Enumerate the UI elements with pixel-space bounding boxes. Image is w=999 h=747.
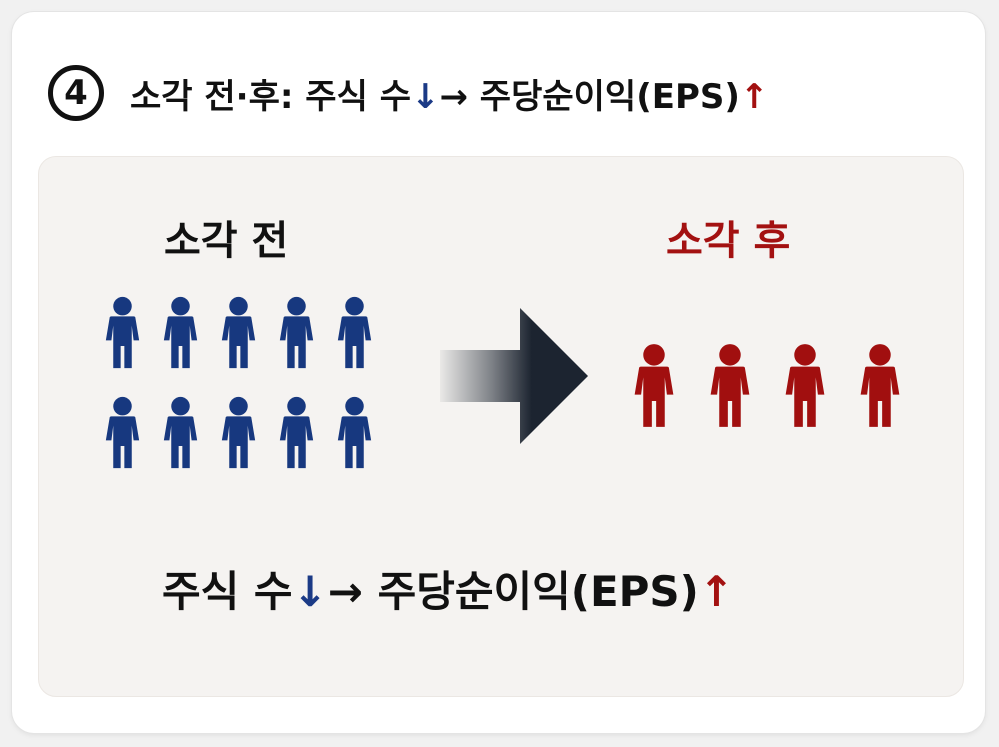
header-title: 소각 전·후: 주식 수 ↓ → 주당순이익(EPS) ↑ bbox=[130, 69, 768, 118]
after-person-icon bbox=[634, 344, 674, 427]
down-arrow-icon: ↓ bbox=[410, 76, 440, 117]
up-arrow-icon: ↑ bbox=[739, 76, 769, 117]
after-person-icon bbox=[710, 344, 750, 427]
header-text-mid: → 주당순이익(EPS) bbox=[439, 76, 740, 117]
after-person-icon bbox=[860, 344, 900, 427]
before-person-icon bbox=[337, 296, 372, 369]
before-person-icon bbox=[221, 296, 256, 369]
summary-text-mid: → 주당순이익(EPS) bbox=[327, 567, 699, 616]
step-number: 4 bbox=[64, 73, 88, 113]
before-person-icon bbox=[279, 296, 314, 369]
before-person-icon bbox=[105, 296, 140, 369]
summary-text-main: 주식 수 bbox=[162, 567, 293, 616]
before-person-icon bbox=[337, 396, 372, 469]
before-person-icon bbox=[221, 396, 256, 469]
after-person-icon bbox=[785, 344, 825, 427]
step-number-badge: 4 bbox=[48, 65, 104, 121]
summary-up-arrow-icon: ↑ bbox=[698, 567, 735, 616]
before-person-icon bbox=[105, 396, 140, 469]
summary-line: 주식 수 ↓ → 주당순이익(EPS) ↑ bbox=[162, 558, 734, 619]
header-text-main: 소각 전·후: 주식 수 bbox=[130, 76, 411, 117]
before-person-icon bbox=[279, 396, 314, 469]
header: 4 소각 전·후: 주식 수 ↓ → 주당순이익(EPS) ↑ bbox=[48, 58, 768, 128]
before-person-icon bbox=[163, 296, 198, 369]
summary-down-arrow-icon: ↓ bbox=[292, 567, 328, 616]
after-label: 소각 후 bbox=[666, 218, 791, 264]
before-person-icon bbox=[163, 396, 198, 469]
before-label: 소각 전 bbox=[164, 218, 289, 264]
right-arrow-icon bbox=[440, 308, 588, 444]
